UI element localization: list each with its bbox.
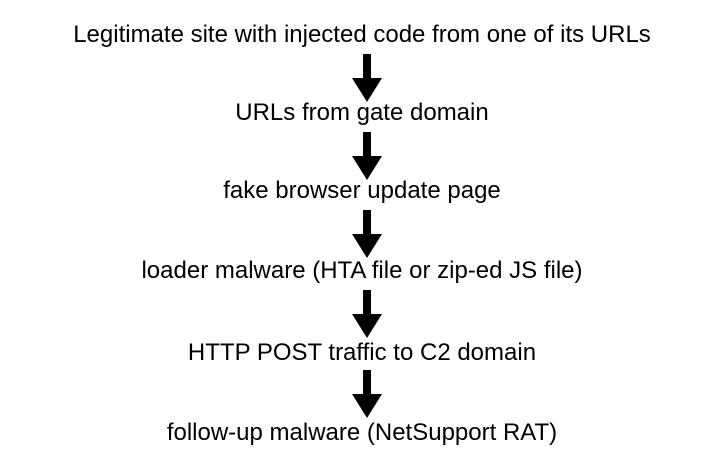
step-gate-domain-urls: URLs from gate domain [235, 99, 489, 126]
step-legitimate-site: Legitimate site with injected code from … [73, 21, 651, 48]
step-fake-update-page: fake browser update page [223, 177, 501, 204]
down-arrow-icon [352, 210, 382, 258]
step-follow-up-malware: follow-up malware (NetSupport RAT) [166, 419, 558, 446]
step-http-post-traffic: HTTP POST traffic to C2 domain [187, 339, 537, 366]
down-arrow-icon [352, 54, 382, 102]
down-arrow-icon [352, 290, 382, 338]
down-arrow-icon [352, 370, 382, 418]
down-arrow-icon [352, 132, 382, 180]
step-loader-malware: loader malware (HTA file or zip-ed JS fi… [141, 257, 583, 284]
